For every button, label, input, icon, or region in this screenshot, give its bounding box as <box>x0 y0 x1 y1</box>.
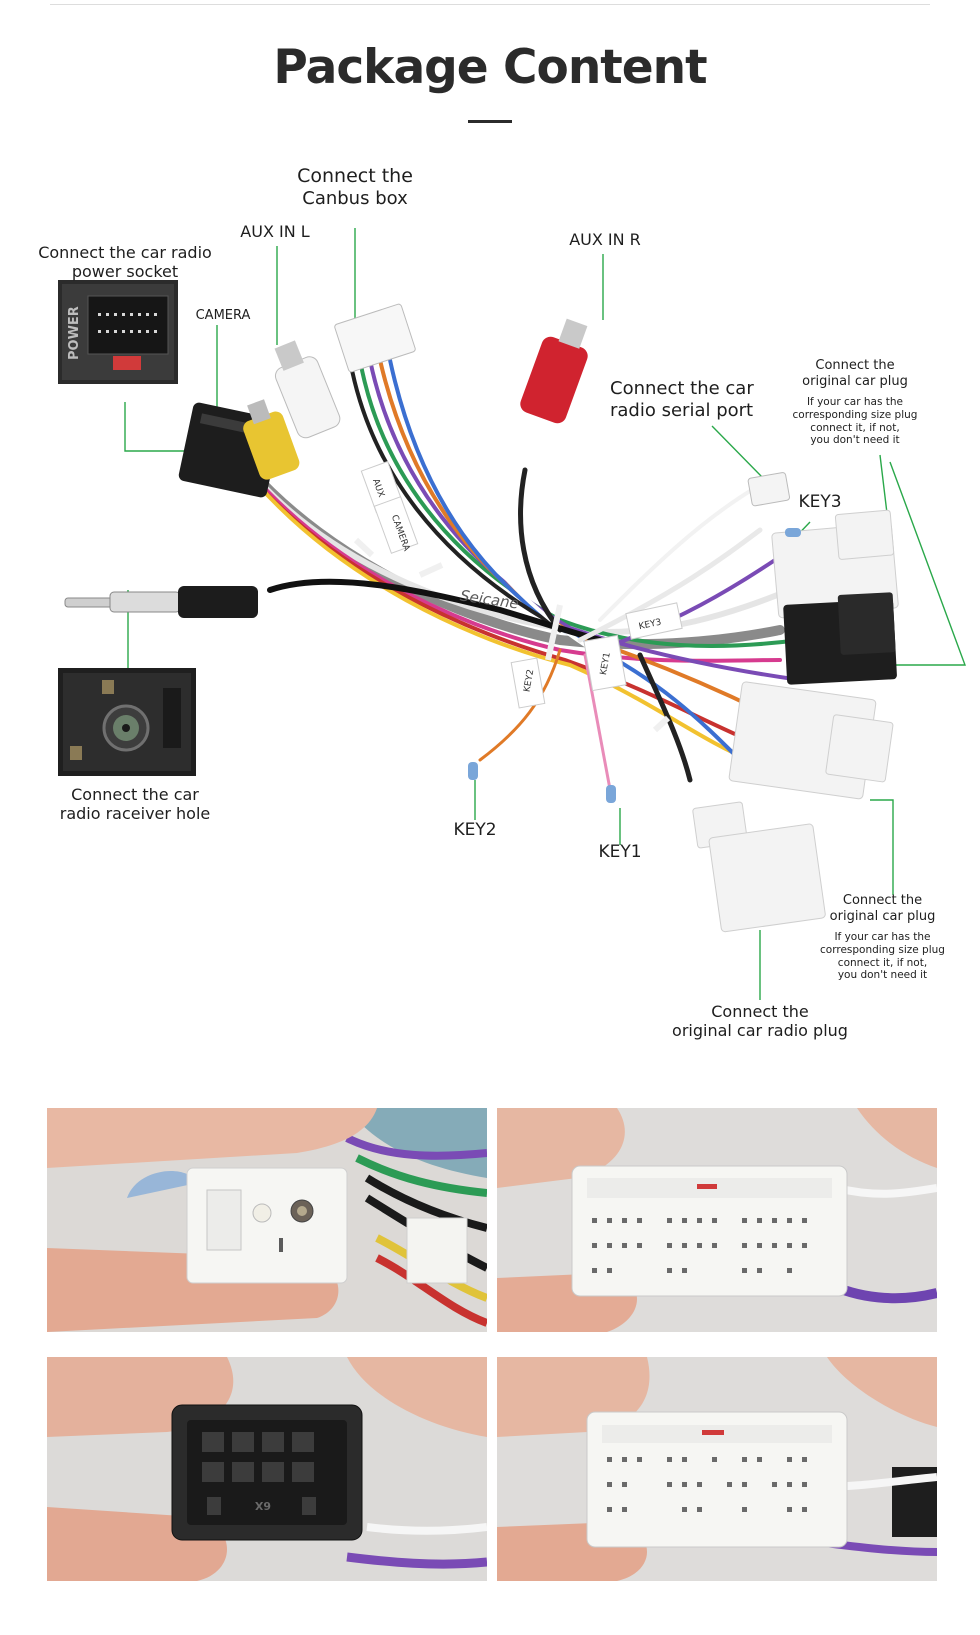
photo-white-large-plug-front <box>497 1108 937 1332</box>
key2-tag-text: KEY2 <box>522 669 536 693</box>
wiring-harness-diagram: AUX CAMERA KEY2 KEY1 KEY3 Seicane <box>64 228 967 1000</box>
original-plug-bottom <box>728 681 894 800</box>
title-underline <box>468 120 512 123</box>
aux-in-r-label: AUX IN R <box>569 230 641 249</box>
key-probes <box>468 528 801 803</box>
leader-lines <box>124 228 967 1000</box>
rca-aux-right <box>520 318 588 424</box>
key3-label: KEY3 <box>798 492 842 512</box>
rca-aux-left <box>274 340 341 439</box>
receiver-hole-inset <box>58 668 196 776</box>
key1-tag-text: KEY1 <box>599 652 613 676</box>
photo-white-small-plug <box>47 1108 487 1332</box>
canbus-label: Connect the Canbus box <box>297 165 413 209</box>
wire-bundle <box>238 358 802 802</box>
power-socket-label: Connect the car radio power socket <box>38 243 212 282</box>
cable-ties <box>353 537 671 733</box>
black-plug-marking: 6X <box>254 1499 271 1512</box>
power-inset-text: POWER <box>67 306 82 360</box>
original-plug-top-note: If your car has the corresponding size p… <box>792 396 918 447</box>
key1-label: KEY1 <box>598 842 642 862</box>
key2-label: KEY2 <box>453 820 497 840</box>
radio-plug-label: Connect the original car radio plug <box>672 1002 848 1041</box>
power-socket-inset: POWER <box>58 280 178 384</box>
photo-white-large-plug-back <box>497 1357 937 1581</box>
antenna-plug <box>64 586 258 618</box>
camera-label: CAMERA <box>195 308 251 323</box>
rca-camera <box>243 399 300 480</box>
canbus-connector <box>334 303 416 373</box>
original-plug-bottom-note: If your car has the corresponding size p… <box>820 931 945 982</box>
serial-port-connector <box>747 472 791 507</box>
radio-plug <box>692 801 826 933</box>
photo-black-plug: 6X <box>47 1357 487 1581</box>
key3-tag-text: KEY3 <box>638 618 662 633</box>
aux-in-l-label: AUX IN L <box>240 222 310 241</box>
receiver-hole-label: Connect the car radio raceiver hole <box>59 785 211 824</box>
wire-tags: AUX CAMERA KEY2 KEY1 KEY3 Seicane <box>360 460 683 709</box>
page-title: Package Content <box>273 40 707 95</box>
original-plug-top-label: Connect the original car plug <box>802 358 908 389</box>
top-divider <box>50 4 930 5</box>
black-plug <box>783 592 897 685</box>
original-plug-bottom-label: Connect the original car plug <box>829 893 936 924</box>
serial-port-label: Connect the car radio serial port <box>610 378 754 421</box>
